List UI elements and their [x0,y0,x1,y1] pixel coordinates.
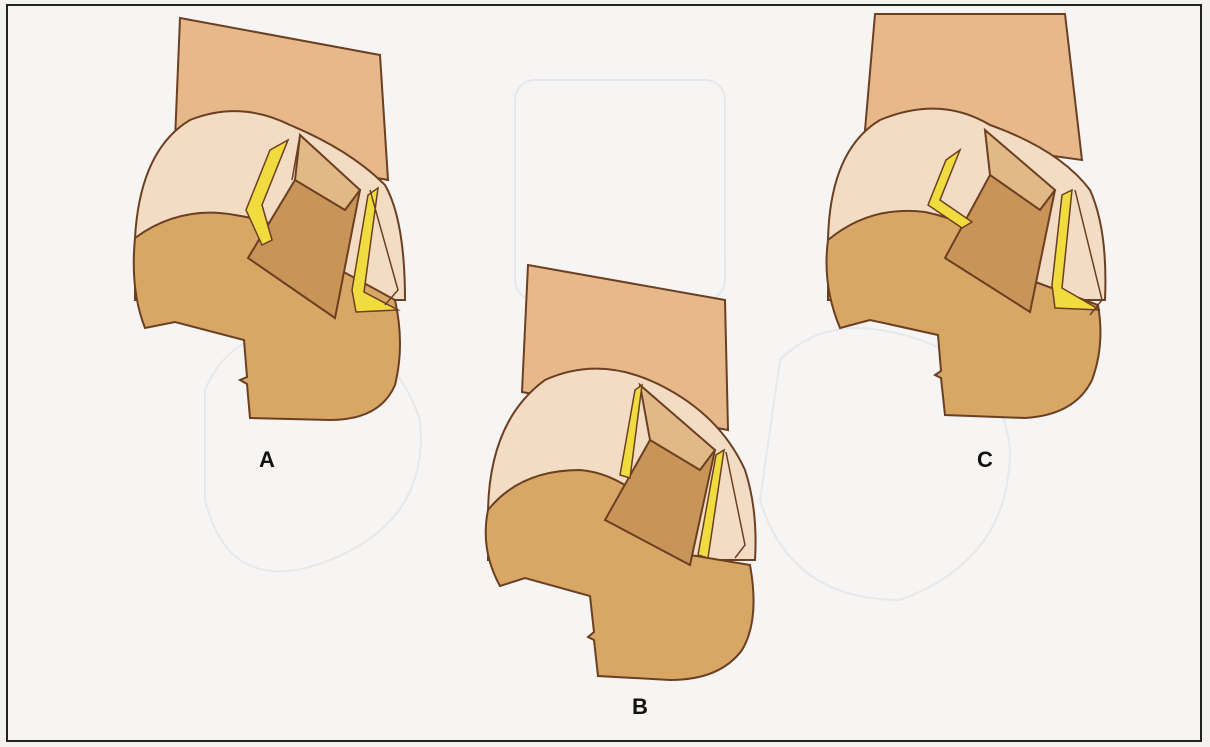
tooth-panel-a [134,18,405,420]
tooth-panel-b [486,265,756,680]
tooth-panel-c [827,14,1106,418]
panel-label-a: A [259,447,275,473]
panel-label-b: B [632,694,648,720]
panel-label-c: C [977,447,993,473]
